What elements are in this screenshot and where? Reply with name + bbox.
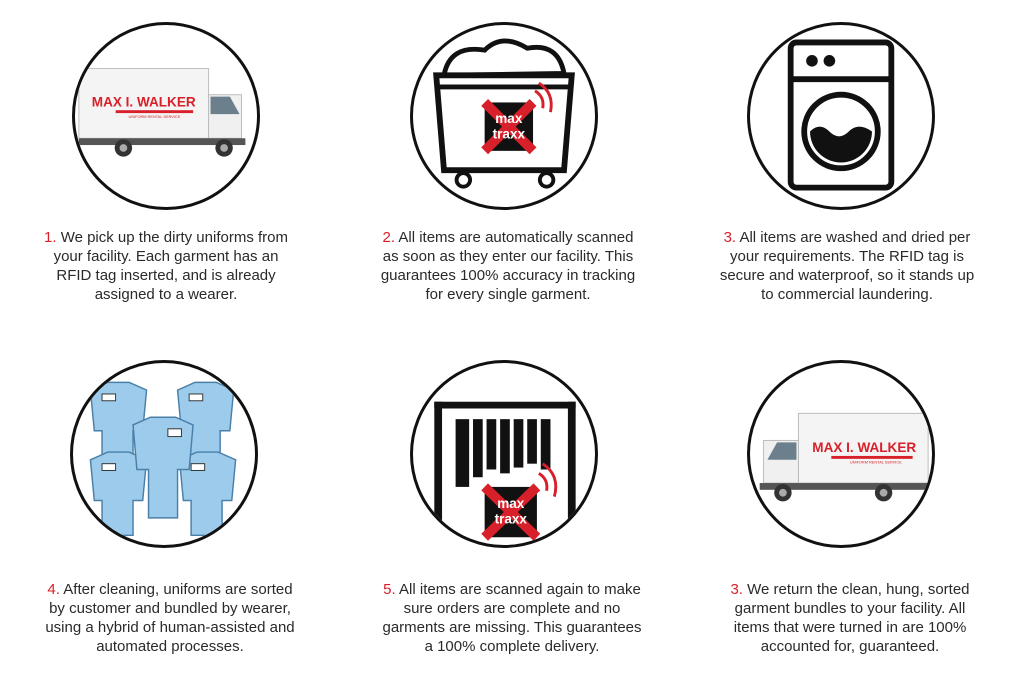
tag-logo-line1: max bbox=[497, 496, 525, 511]
step-text: All items are washed and dried per your … bbox=[719, 229, 975, 303]
truck-logo-text: MAX I. WALKER bbox=[92, 94, 196, 109]
step-2-circle: max traxx bbox=[410, 22, 598, 210]
step-4-caption: 4. After cleaning, uniforms are sorted b… bbox=[40, 580, 300, 656]
step-number: 4. bbox=[47, 581, 60, 598]
step-3-caption: 3. All items are washed and dried per yo… bbox=[717, 228, 977, 304]
step-1-circle: MAX I. WALKER UNIFORM RENTAL SERVICE bbox=[72, 22, 260, 210]
step-number: 5. bbox=[383, 581, 396, 598]
tag-logo-line1: max bbox=[495, 111, 523, 126]
step-text: We return the clean, hung, sorted garmen… bbox=[733, 581, 970, 655]
step-text: All items are scanned again to make sure… bbox=[382, 581, 642, 655]
step-number: 2. bbox=[382, 229, 396, 246]
step-5-circle: max traxx bbox=[410, 360, 598, 548]
washing-machine-icon bbox=[787, 39, 895, 191]
truck-logo-subtext: UNIFORM RENTAL SERVICE bbox=[128, 114, 180, 119]
laundry-cart-scan-icon: max traxx bbox=[433, 38, 575, 189]
step-2-caption: 2. All items are automatically scanned a… bbox=[378, 228, 638, 304]
step-text: After cleaning, uniforms are sorted by c… bbox=[45, 581, 295, 655]
tag-logo-line2: traxx bbox=[493, 126, 526, 141]
step-5-caption: 5. All items are scanned again to make s… bbox=[382, 580, 642, 656]
tag-logo-line2: traxx bbox=[495, 512, 528, 527]
pickup-truck-icon: MAX I. WALKER UNIFORM RENTAL SERVICE bbox=[78, 68, 246, 157]
step-number: 3. bbox=[730, 581, 743, 598]
step-text: We pick up the dirty uniforms from your … bbox=[53, 229, 288, 303]
delivery-truck-icon: MAX I. WALKER UNIFORM RENTAL SERVICE bbox=[759, 412, 931, 502]
step-text: All items are automatically scanned as s… bbox=[380, 229, 636, 303]
step-4-circle bbox=[70, 360, 258, 548]
step-3-circle bbox=[747, 22, 935, 210]
truck-logo-text: MAX I. WALKER bbox=[812, 440, 916, 455]
garment-rack-scan-icon: max traxx bbox=[434, 401, 576, 541]
step-1-caption: 1. We pick up the dirty uniforms from yo… bbox=[36, 228, 296, 304]
sorted-shirts-icon bbox=[89, 381, 237, 537]
step-number: 1. bbox=[44, 229, 57, 246]
step-6-circle: MAX I. WALKER UNIFORM RENTAL SERVICE bbox=[747, 360, 935, 548]
step-6-caption: 3. We return the clean, hung, sorted gar… bbox=[720, 580, 980, 656]
step-number: 3. bbox=[723, 229, 737, 246]
truck-logo-subtext: UNIFORM RENTAL SERVICE bbox=[850, 460, 902, 465]
